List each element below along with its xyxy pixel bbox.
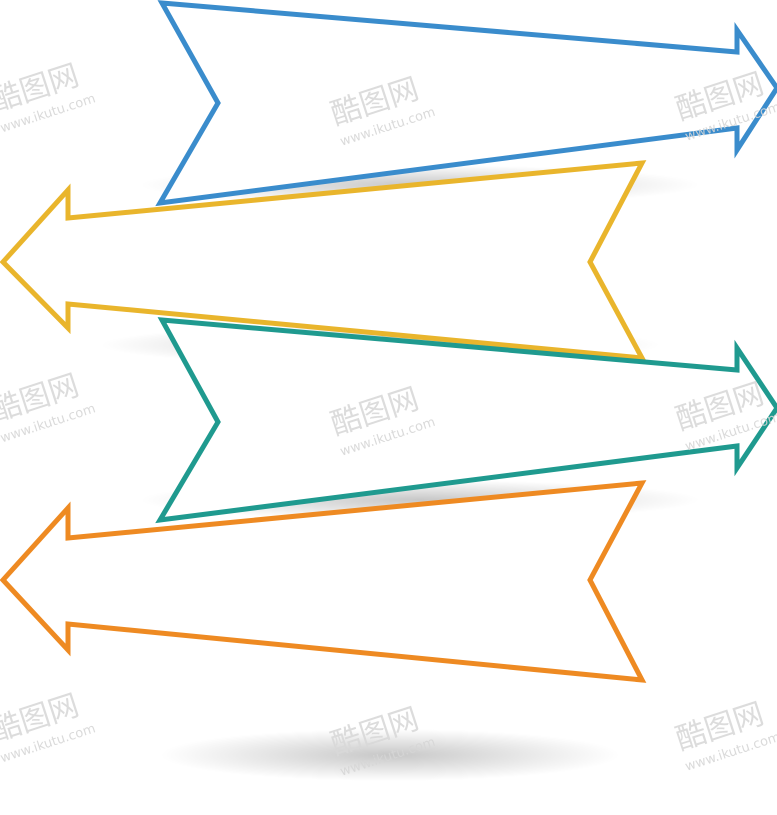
arrow-left-orange [0, 480, 647, 683]
watermark: 酷图网 www.ikutu.com [672, 697, 777, 775]
arrows [0, 0, 777, 683]
watermark: 酷图网 www.ikutu.com [0, 368, 97, 446]
watermark: 酷图网 www.ikutu.com [0, 688, 97, 766]
shadow-bottom [160, 729, 620, 781]
watermark: 酷图网 www.ikutu.com [0, 58, 97, 136]
arrow-right-teal [155, 317, 777, 524]
arrow-left-yellow [0, 160, 647, 361]
arrow-right-blue [155, 0, 777, 207]
